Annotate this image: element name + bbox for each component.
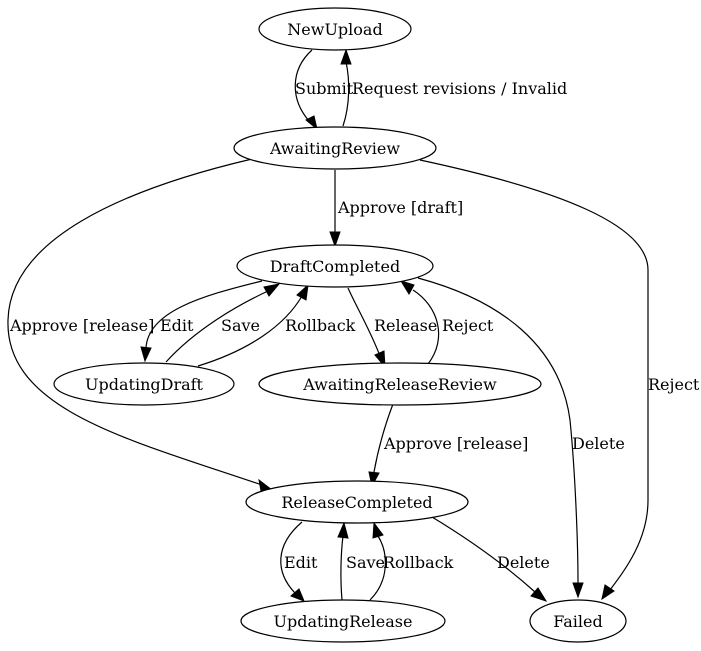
edge-reject-to-failed: Reject [419,159,700,601]
edge-label-edit-release: Edit [284,553,318,572]
edge-label-reject-to-failed: Reject [648,375,700,394]
edge-label-approve-draft: Approve [draft] [337,198,463,217]
node-draft-completed: DraftCompleted [236,244,434,288]
node-updating-draft: UpdatingDraft [53,362,235,406]
edge-label-submit: Submit [295,79,354,98]
node-label-awaiting-release-review: AwaitingReleaseReview [302,375,497,394]
node-new-upload: NewUpload [258,7,412,51]
node-label-draft-completed: DraftCompleted [270,257,400,276]
node-label-updating-release: UpdatingRelease [274,612,413,631]
edge-label-release: Release [374,316,437,335]
edge-label-rollback-draft: Rollback [285,316,356,335]
edge-label-rollback-release: Rollback [383,553,454,572]
edge-request-revisions: Request revisions / Invalid [340,48,567,127]
edge-save-draft: Save [165,283,281,363]
edge-label-approve-release: Approve [release] [383,434,528,453]
edge-delete-draft: Delete [417,277,625,599]
edge-label-reject-release: Reject [442,316,494,335]
edge-edit-release: Edit [280,521,318,602]
edge-label-delete-draft: Delete [572,434,625,453]
edge-approve-release: Approve [release] [368,403,528,488]
edge-approve-release-direct: Approve [release] [7,158,274,492]
node-label-failed: Failed [553,612,603,631]
edge-save-release: Save [337,521,385,601]
node-label-updating-draft: UpdatingDraft [85,375,204,394]
edge-rollback-draft: Rollback [197,283,356,367]
node-label-release-completed: ReleaseCompleted [281,493,432,512]
node-awaiting-review: AwaitingReview [233,126,437,170]
edge-edit-draft: Edit [140,280,263,363]
node-label-awaiting-review: AwaitingReview [269,139,400,158]
node-label-new-upload: NewUpload [287,20,382,39]
node-release-completed: ReleaseCompleted [245,480,469,524]
node-updating-release: UpdatingRelease [240,599,446,643]
edge-label-approve-release-direct: Approve [release] [9,316,154,335]
node-awaiting-release-review: AwaitingReleaseReview [258,362,542,406]
edge-label-save-draft: Save [221,316,260,335]
edge-rollback-release: Rollback [369,521,454,601]
edge-release: Release [347,287,437,369]
edge-delete-release: Delete [431,516,550,602]
edge-approve-draft: Approve [draft] [329,170,463,248]
node-failed: Failed [529,599,627,643]
edge-label-save-release: Save [346,553,385,572]
edge-submit: Submit [294,49,354,131]
edge-label-request-revisions: Request revisions / Invalid [352,79,567,98]
edge-reject-release: Reject [399,280,494,365]
edge-label-delete-release: Delete [497,553,550,572]
edge-label-edit-draft: Edit [160,316,194,335]
